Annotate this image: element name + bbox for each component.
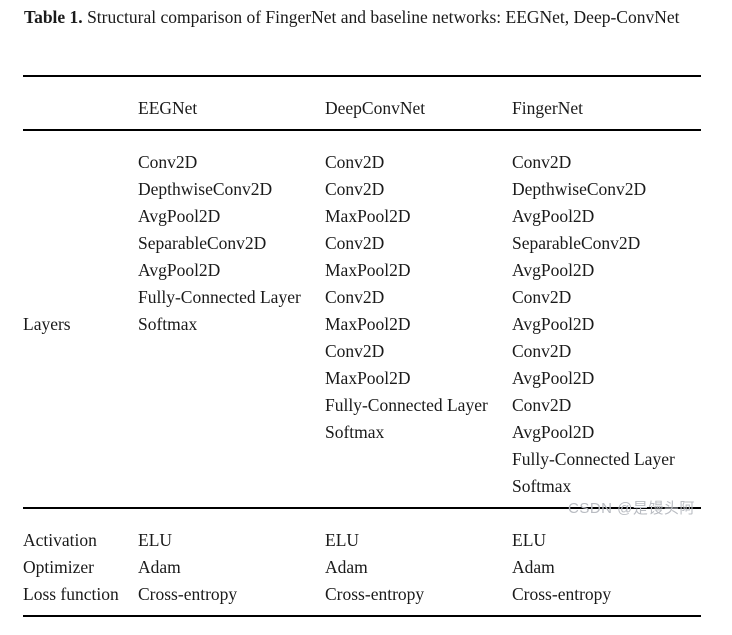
cell-fingernet-layer: AvgPool2D [512, 206, 595, 226]
row-label-optimizer: Optimizer [23, 557, 94, 577]
caption-text: Structural comparison of FingerNet and b… [82, 7, 680, 27]
cell-fingernet-layer: AvgPool2D [512, 422, 595, 442]
table-rule-sec [23, 500, 701, 527]
table-rule-mid [23, 122, 701, 149]
cell-deepconvnet-layer: Conv2D [325, 233, 385, 253]
cell-fingernet-activation: ELU [512, 530, 547, 550]
cell-eegnet-activation: ELU [138, 530, 173, 550]
cell-fingernet-layer: AvgPool2D [512, 314, 595, 334]
cell-deepconvnet-layer: Softmax [325, 422, 385, 442]
table-row: SeparableConv2D Conv2D SeparableConv2D [23, 230, 701, 257]
cell-fingernet-layer: Conv2D [512, 395, 572, 415]
cell-deepconvnet-layer: Conv2D [325, 287, 385, 307]
table-row: Fully-Connected Layer [23, 446, 701, 473]
cell-deepconvnet-loss-function: Cross-entropy [325, 584, 425, 604]
cell-eegnet-layer [138, 419, 325, 446]
cell-eegnet-layer [138, 392, 325, 419]
table-rule-top [23, 68, 701, 95]
row-label-empty [23, 203, 138, 230]
table-row: Fully-Connected Layer Conv2D Conv2D [23, 284, 701, 311]
cell-deepconvnet-layer: Conv2D [325, 152, 385, 172]
cell-eegnet-loss-function: Cross-entropy [138, 584, 238, 604]
horizontal-rule [23, 129, 701, 131]
cell-fingernet-layer: Softmax [512, 476, 572, 496]
cell-eegnet-layer [138, 473, 325, 500]
table-header-row: EEGNet DeepConvNet FingerNet [23, 95, 701, 122]
table-row: Fully-Connected Layer Conv2D [23, 392, 701, 419]
cell-eegnet-layer [138, 446, 325, 473]
cell-fingernet-layer: Conv2D [512, 341, 572, 361]
cell-eegnet-layer: Conv2D [138, 152, 198, 172]
cell-eegnet-layer: DepthwiseConv2D [138, 179, 273, 199]
cell-fingernet-layer: DepthwiseConv2D [512, 179, 647, 199]
column-header-fingernet: FingerNet [512, 98, 583, 118]
cell-deepconvnet-layer: Conv2D [325, 179, 385, 199]
cell-eegnet-layer: AvgPool2D [138, 206, 221, 226]
table-row: DepthwiseConv2D Conv2D DepthwiseConv2D [23, 176, 701, 203]
row-label-empty [23, 338, 138, 365]
table-row: Loss function Cross-entropy Cross-entropy C… [23, 581, 701, 608]
cell-deepconvnet-layer: MaxPool2D [325, 206, 411, 226]
table-row: Activation ELU ELU ELU [23, 527, 701, 554]
cell-deepconvnet-optimizer: Adam [325, 557, 368, 577]
row-label-empty [23, 230, 138, 257]
cell-fingernet-layer: Fully-Connected Layer [512, 449, 675, 469]
row-label-layers: Layers [23, 314, 71, 334]
row-label-empty [23, 392, 138, 419]
cell-deepconvnet-activation: ELU [325, 530, 360, 550]
row-label-empty [23, 473, 138, 500]
row-label-empty [23, 446, 138, 473]
cell-eegnet-layer: Softmax [138, 314, 198, 334]
cell-eegnet-layer [138, 365, 325, 392]
column-header-blank [23, 95, 138, 122]
cell-fingernet-layer: SeparableConv2D [512, 233, 641, 253]
table-row: AvgPool2D MaxPool2D AvgPool2D [23, 203, 701, 230]
row-label-empty [23, 149, 138, 176]
cell-deepconvnet-layer: MaxPool2D [325, 314, 411, 334]
cell-fingernet-loss-function: Cross-entropy [512, 584, 612, 604]
cell-deepconvnet-layer [325, 446, 512, 473]
table-row: Conv2D Conv2D Conv2D [23, 149, 701, 176]
row-label-loss-function: Loss function [23, 584, 119, 604]
caption-label: Table 1. [24, 7, 83, 27]
cell-deepconvnet-layer: Conv2D [325, 341, 385, 361]
table-row: Conv2D Conv2D [23, 338, 701, 365]
row-label-empty [23, 365, 138, 392]
table-row: Layers Softmax MaxPool2D AvgPool2D [23, 311, 701, 338]
row-label-empty [23, 284, 138, 311]
table-row: AvgPool2D MaxPool2D AvgPool2D [23, 257, 701, 284]
cell-eegnet-layer: SeparableConv2D [138, 233, 267, 253]
cell-fingernet-layer: Conv2D [512, 287, 572, 307]
cell-eegnet-layer: AvgPool2D [138, 260, 221, 280]
row-label-empty [23, 257, 138, 284]
horizontal-rule [23, 75, 701, 77]
cell-fingernet-layer: Conv2D [512, 152, 572, 172]
horizontal-rule [23, 507, 701, 509]
table-row: Softmax [23, 473, 701, 500]
table-row: Softmax AvgPool2D [23, 419, 701, 446]
cell-deepconvnet-layer: MaxPool2D [325, 368, 411, 388]
cell-eegnet-layer: Fully-Connected Layer [138, 287, 301, 307]
cell-fingernet-optimizer: Adam [512, 557, 555, 577]
row-label-empty [23, 176, 138, 203]
table-caption: Table 1. Structural comparison of Finger… [24, 6, 712, 29]
table-row: Optimizer Adam Adam Adam [23, 554, 701, 581]
row-label-activation: Activation [23, 530, 97, 550]
cell-fingernet-layer: AvgPool2D [512, 260, 595, 280]
cell-fingernet-layer: AvgPool2D [512, 368, 595, 388]
cell-eegnet-layer [138, 338, 325, 365]
cell-deepconvnet-layer: MaxPool2D [325, 260, 411, 280]
row-label-empty [23, 419, 138, 446]
column-header-eegnet: EEGNet [138, 98, 198, 118]
cell-eegnet-optimizer: Adam [138, 557, 181, 577]
cell-deepconvnet-layer: Fully-Connected Layer [325, 395, 488, 415]
table-rule-bot [23, 608, 701, 635]
cell-deepconvnet-layer [325, 473, 512, 500]
table-row: MaxPool2D AvgPool2D [23, 365, 701, 392]
column-header-deepconvnet: DeepConvNet [325, 98, 426, 118]
